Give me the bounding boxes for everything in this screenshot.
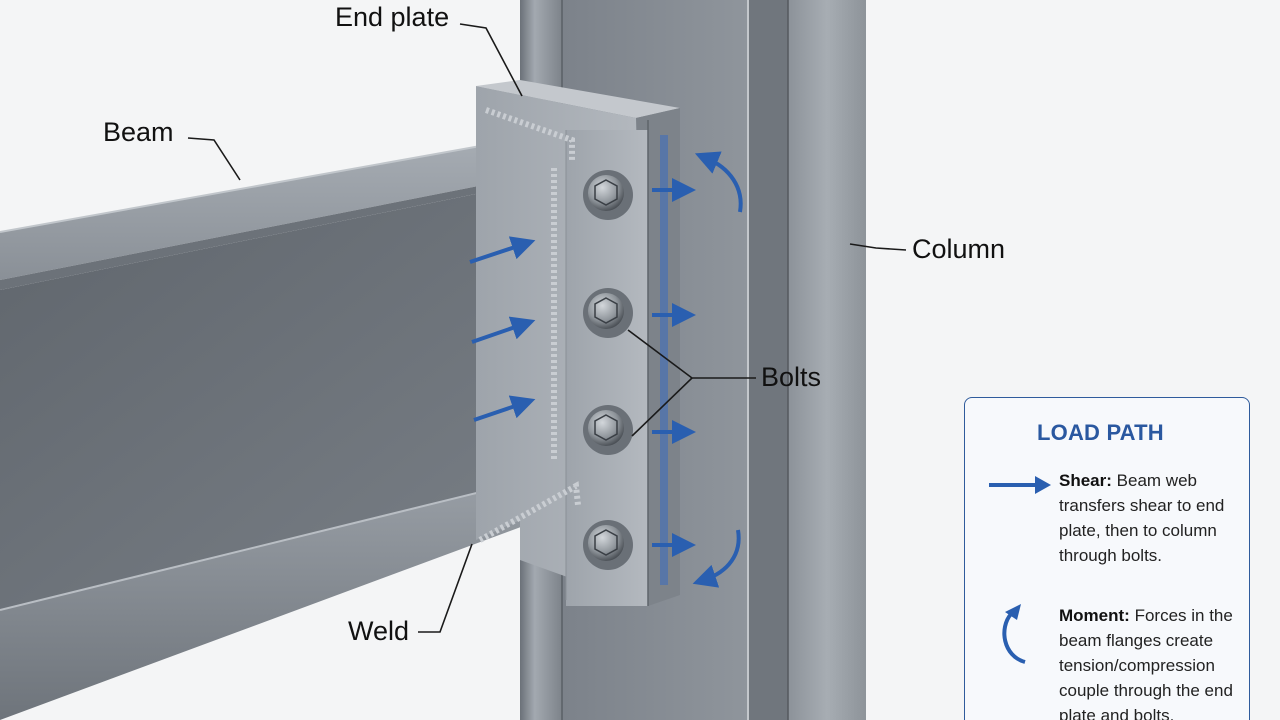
shear-arrows-column [652, 178, 696, 557]
shear-term: Shear: [1059, 471, 1112, 490]
right-arrow-icon [989, 476, 1051, 494]
bolt-heads [583, 170, 633, 570]
curved-arrow-icon [1002, 604, 1026, 664]
legend-title: LOAD PATH [1037, 420, 1164, 445]
weld-label: Weld [348, 616, 410, 646]
moment-description: Forces in the beam flanges create tensio… [1059, 606, 1233, 720]
moment-arrows [692, 151, 743, 588]
leader-lines [187, 23, 907, 633]
load-path-legend: LOAD PATH Shear: Beam web transfers shea… [964, 397, 1250, 720]
bolt-2 [583, 288, 633, 338]
shear-legend-text: Shear: Beam web transfers shear to end p… [1059, 468, 1249, 568]
shear-description: Beam web transfers shear to end plate, t… [1059, 471, 1225, 565]
column-label: Column [912, 234, 1006, 264]
weld-seams [478, 107, 581, 543]
shear-arrows-web [469, 236, 536, 422]
bolt-1 [583, 170, 633, 220]
end-plate-label: End plate [335, 2, 450, 32]
bolt-4 [583, 520, 633, 570]
moment-term: Moment: [1059, 606, 1130, 625]
load-path-band [660, 135, 668, 585]
moment-legend-text: Moment: Forces in the beam flanges creat… [1059, 603, 1249, 720]
beam-label: Beam [103, 117, 174, 147]
bolt-3 [583, 405, 633, 455]
bolts-label: Bolts [761, 362, 822, 392]
beam-member [0, 129, 580, 720]
